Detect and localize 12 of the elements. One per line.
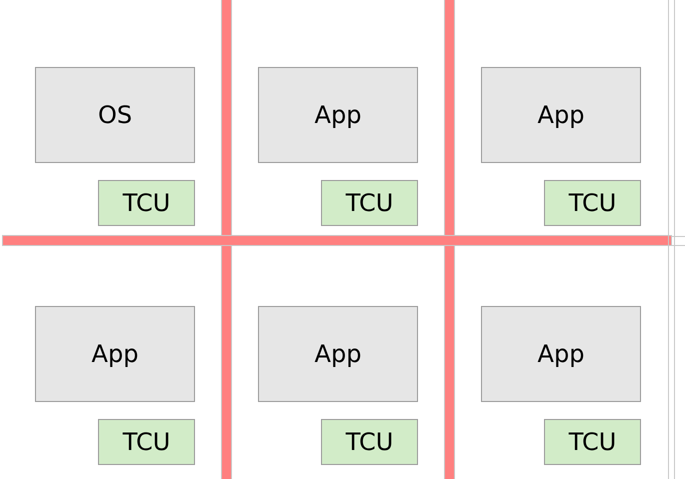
tcu-box: TCU (98, 180, 195, 226)
process-box: App (258, 306, 418, 402)
process-box: App (35, 306, 195, 402)
process-box: App (481, 306, 641, 402)
tcu-box: TCU (544, 419, 641, 465)
process-box: App (481, 67, 641, 163)
process-box: App (258, 67, 418, 163)
tcu-box: TCU (98, 419, 195, 465)
tcu-box: TCU (321, 419, 418, 465)
tcu-box: TCU (544, 180, 641, 226)
tcu-box: TCU (321, 180, 418, 226)
process-box: OS (35, 67, 195, 163)
